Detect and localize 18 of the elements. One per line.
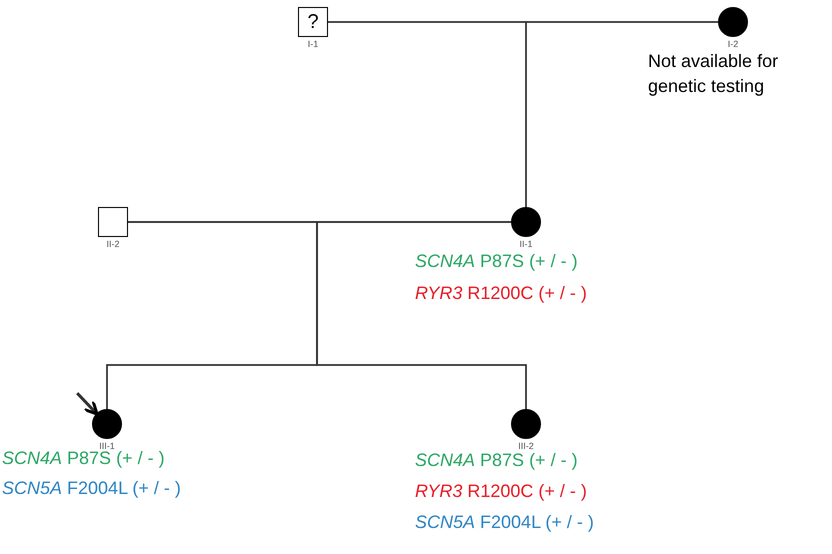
note-text: Not available for genetic testing <box>648 50 780 98</box>
variant-label: SCN4A P87S (+ / - ) <box>2 448 165 469</box>
variant-label: RYR3 R1200C (+ / - ) <box>415 480 587 502</box>
individual-id: III-1 <box>98 441 116 451</box>
descent-line <box>525 21 718 207</box>
male-square: ? <box>298 7 328 37</box>
variant-label: RYR3 R1200C (+ / - ) <box>415 282 587 304</box>
individual-id: I-2 <box>726 39 740 49</box>
descent-line <box>316 221 527 409</box>
variant-label: SCN4A P87S (+ / - ) <box>415 449 578 471</box>
proband-arrow <box>76 392 99 416</box>
individual-id: II-1 <box>518 239 534 249</box>
individual-id: III-2 <box>517 441 535 451</box>
variant-label: SCN4A P87S (+ / - ) <box>415 250 578 272</box>
variant-label: SCN5A F2004L (+ / - ) <box>2 477 181 499</box>
individual-id: I-1 <box>306 39 320 49</box>
variant-label: SCN5A F2004L (+ / - ) <box>415 511 594 533</box>
individual-id: II-2 <box>105 239 120 249</box>
